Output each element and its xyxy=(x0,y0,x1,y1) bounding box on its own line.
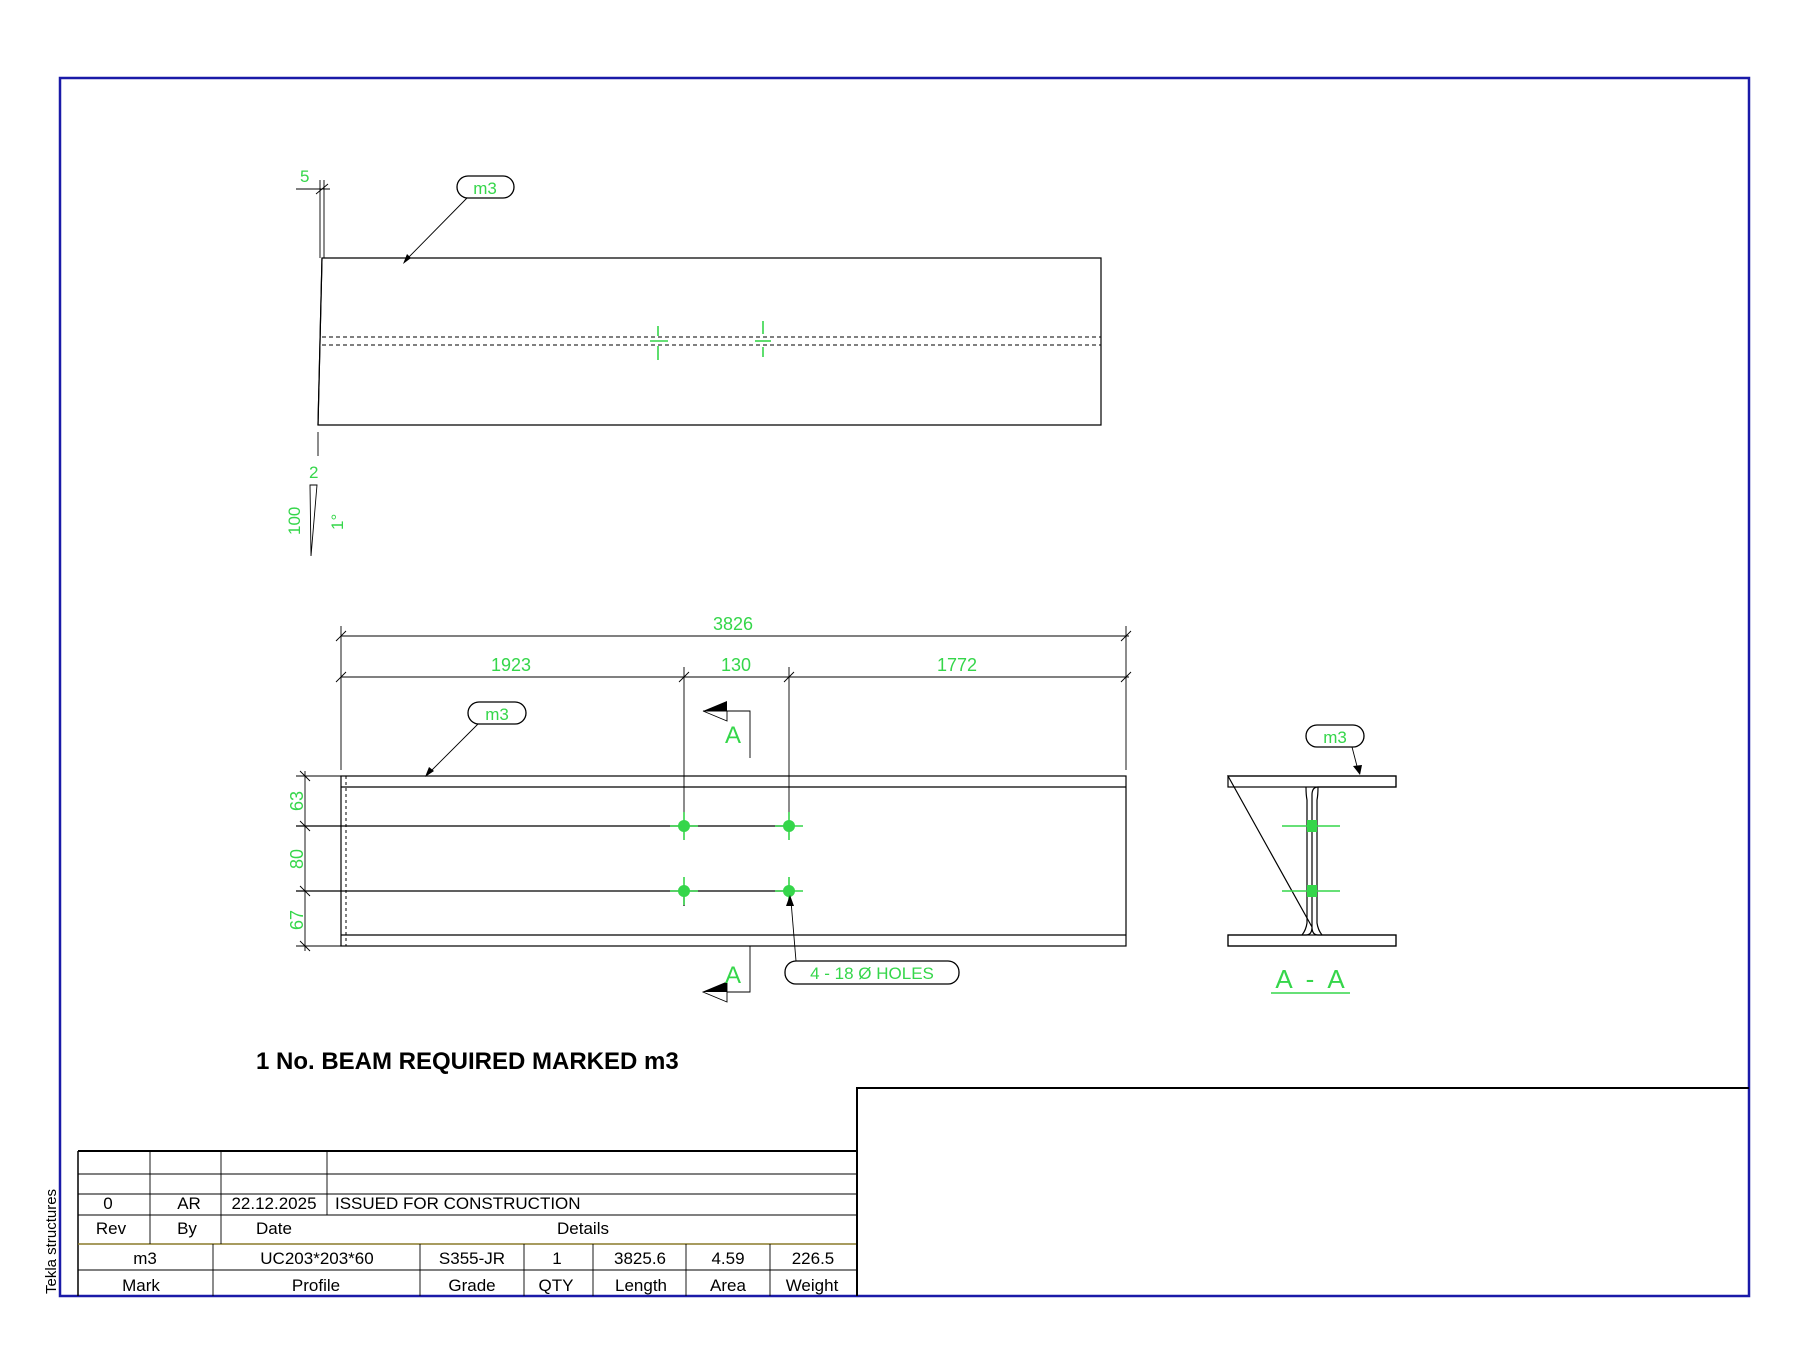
qty-value: 1 xyxy=(552,1249,561,1268)
section-view: m3 A - A xyxy=(1226,724,1397,994)
section-title: A - A xyxy=(1275,964,1345,994)
grade-header: Grade xyxy=(448,1276,495,1295)
bolt-hole xyxy=(670,812,698,840)
end-dimension-label: 5 xyxy=(300,167,309,186)
right-dimension-label: 1772 xyxy=(937,655,977,675)
part-mark-label: m3 xyxy=(1323,728,1347,747)
slope-triangle xyxy=(309,484,318,557)
top-view-outline xyxy=(317,257,1102,426)
slope-angle-label: 1° xyxy=(328,514,347,530)
profile-value: UC203*203*60 xyxy=(260,1249,373,1268)
sheet-border xyxy=(58,76,1751,1298)
bottom-dimension-label: 2 xyxy=(309,463,318,482)
bolt-marker xyxy=(1282,820,1340,832)
bolt-hole xyxy=(670,877,698,905)
side-label: Tekla structures xyxy=(43,1189,60,1294)
web-left xyxy=(1301,786,1308,936)
revision-details: ISSUED FOR CONSTRUCTION xyxy=(335,1194,581,1213)
top-flange xyxy=(1227,775,1397,788)
qty-header: QTY xyxy=(539,1276,574,1295)
length-value: 3825.6 xyxy=(614,1249,666,1268)
bolt-hole xyxy=(775,812,803,840)
beam-elevation xyxy=(340,775,1127,947)
leader-line xyxy=(405,197,468,261)
by-header: By xyxy=(177,1219,197,1238)
part-mark-bubble xyxy=(467,701,527,725)
date-header: Date xyxy=(256,1219,292,1238)
vertical-dimension-bottom: 67 xyxy=(287,910,307,930)
part-mark-label: m3 xyxy=(485,705,509,724)
left-dimension-label: 1923 xyxy=(491,655,531,675)
beam-requirement-note: 1 No. BEAM REQUIRED MARKED m3 xyxy=(256,1048,679,1075)
section-letter: A xyxy=(725,962,741,989)
revision-date: 22.12.2025 xyxy=(231,1194,316,1213)
leader-line xyxy=(427,723,479,775)
hole-note-label: 4 - 18 Ø HOLES xyxy=(810,964,934,983)
slope-rise-label: 100 xyxy=(285,507,304,535)
bolt-crosshair xyxy=(755,321,771,357)
part-mark-bubble xyxy=(456,175,515,199)
bottom-flange xyxy=(1227,934,1397,947)
middle-dimension-label: 130 xyxy=(721,655,751,675)
leader-line xyxy=(790,900,797,962)
area-header: Area xyxy=(710,1276,746,1295)
front-view: 3826 1923 130 1772 63 80 67 xyxy=(287,614,1132,1003)
part-mark-label: m3 xyxy=(473,179,497,198)
web-right xyxy=(1316,786,1323,936)
bolt-crosshair xyxy=(650,326,668,360)
revision-number: 0 xyxy=(103,1194,112,1213)
part-mark-bubble xyxy=(1305,724,1365,748)
parts-table: m3 UC203*203*60 S355-JR 1 3825.6 4.59 22… xyxy=(78,1088,858,1296)
weight-value: 226.5 xyxy=(792,1249,835,1268)
section-marker-top: A xyxy=(702,701,751,758)
bolt-marker xyxy=(1282,885,1340,897)
revision-table: 0 AR 22.12.2025 ISSUED FOR CONSTRUCTION … xyxy=(77,1150,857,1296)
vertical-dimension-middle: 80 xyxy=(287,849,307,869)
rev-header: Rev xyxy=(96,1219,127,1238)
weight-header: Weight xyxy=(786,1276,839,1295)
section-marker-bottom: A xyxy=(701,946,751,1003)
overall-length-label: 3826 xyxy=(713,614,753,634)
length-header: Length xyxy=(615,1276,667,1295)
section-letter: A xyxy=(725,722,741,749)
revision-by: AR xyxy=(177,1194,201,1213)
mark-header: Mark xyxy=(122,1276,160,1295)
hole-note-bubble xyxy=(784,960,960,985)
vertical-dimension-top: 63 xyxy=(287,791,307,811)
mark-value: m3 xyxy=(133,1249,157,1268)
profile-header: Profile xyxy=(292,1276,340,1295)
title-block-box xyxy=(856,1087,1749,1296)
details-header: Details xyxy=(557,1219,609,1238)
top-view: 5 m3 2 100 1° xyxy=(285,167,1102,557)
area-value: 4.59 xyxy=(711,1249,744,1268)
grade-value: S355-JR xyxy=(439,1249,505,1268)
